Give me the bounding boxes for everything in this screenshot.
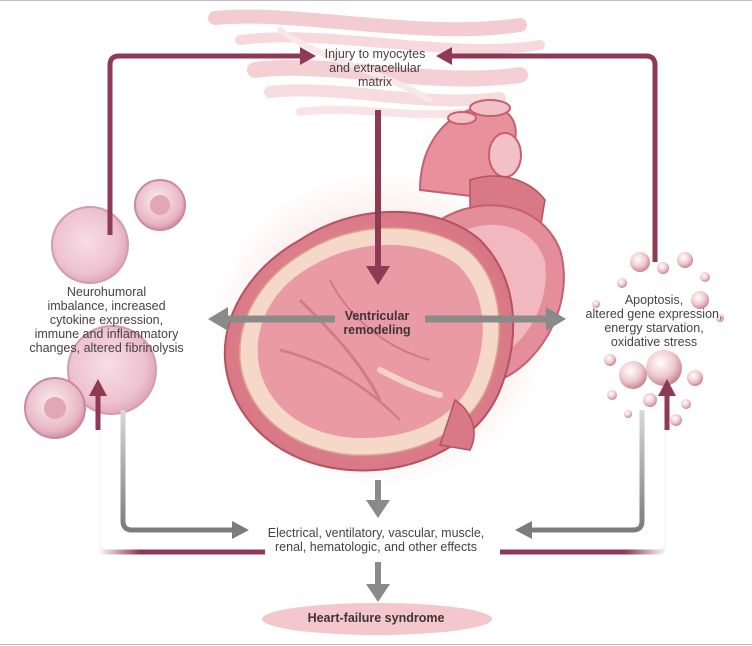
feedback-arrow-right-top [436,47,658,262]
feedback-arrow-left-top [107,47,316,235]
effects-to-heart-failure-arrow [366,562,390,602]
myocyte-fibers-illustration [208,9,545,119]
neurohumoral-label: Neurohumoral imbalance, increased cytoki… [29,285,184,355]
heart-failure-glow [262,603,492,635]
injury-label: Injury to myocytes and extracellular mat… [324,47,426,89]
remodeling-to-effects-arrow [366,480,390,518]
injury-to-remodeling-arrow [366,110,390,285]
neurohumoral-to-effects-arrow [120,410,249,539]
heart-illustration [210,99,565,490]
bottom-rule [0,644,752,645]
heart-failure-syndrome-label: Heart-failure syndrome [307,611,445,625]
systemic-effects-label: Electrical, ventilatory, vascular, muscl… [267,526,485,554]
effects-to-apoptosis-arrow [500,379,676,555]
remodeling-to-neurohumoral-arrow [208,307,335,331]
apoptosis-label: Apoptosis, altered gene expression, ener… [585,293,723,349]
top-rule [0,0,752,1]
ventricular-remodeling-label: Ventricular remodeling [343,309,411,337]
remodeling-to-apoptosis-arrow [425,307,566,331]
apoptotic-bodies-illustration [592,252,724,426]
apoptosis-to-effects-arrow [515,410,645,539]
effects-to-neurohumoral-arrow [89,379,265,555]
